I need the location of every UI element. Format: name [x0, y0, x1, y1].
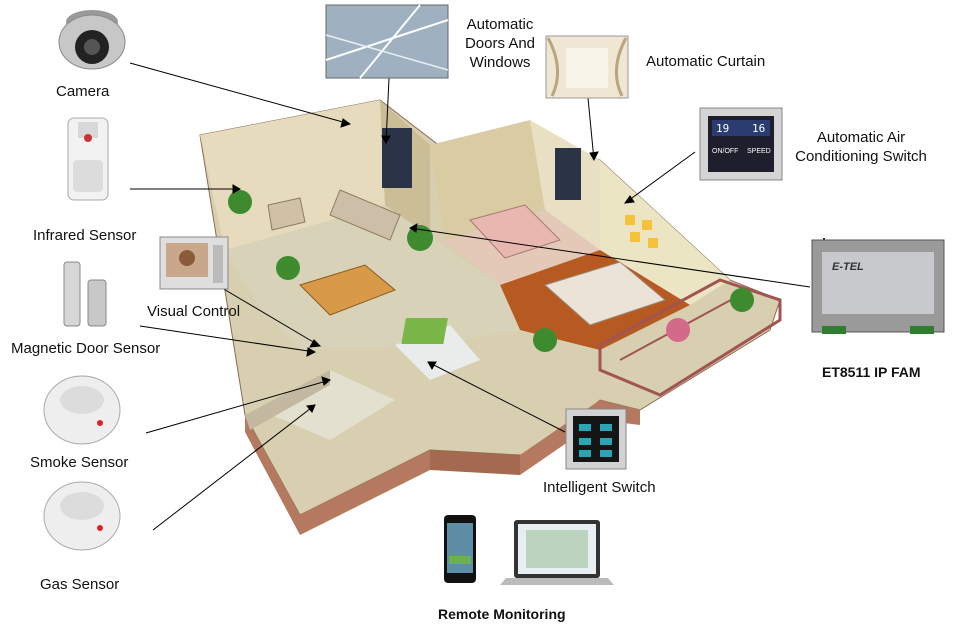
et8511-device: [811, 238, 945, 334]
gas-sensor-label: Gas Sensor: [40, 576, 120, 593]
smoke-connector: [145, 379, 331, 434]
ac-arrowhead: [623, 195, 635, 204]
infrared-arrowhead: [232, 184, 242, 194]
automatic-doors-label-line3: Windows: [469, 54, 531, 71]
automatic-curtain-photo: [545, 35, 629, 99]
automatic-doors-photo: [325, 4, 449, 79]
magnetic-connector: [139, 325, 316, 353]
house-floorplan: [199, 99, 782, 535]
visual-control-connector: [221, 287, 321, 347]
camera-connector: [129, 62, 351, 125]
ac-switch-device: [699, 107, 783, 181]
ac-switch-label: Automatic Air Conditioning Switch: [788, 128, 934, 166]
et8511-arrowhead: [409, 223, 418, 233]
gas-arrowhead: [306, 404, 316, 413]
et8511-connector: [409, 227, 811, 288]
magnetic-door-sensor-label: Magnetic Door Sensor: [11, 340, 161, 357]
doors-arrowhead: [381, 135, 391, 145]
intelligent-switch-label: Intelligent Switch: [543, 479, 656, 496]
et8511-label: ET8511 IP FAM: [822, 364, 921, 380]
ac-display-right: 16: [752, 122, 766, 135]
et8511-brand-text: E-TEL: [832, 261, 864, 273]
visual-control-arrowhead: [309, 339, 322, 348]
automatic-curtain-label: Automatic Curtain: [646, 53, 766, 70]
automatic-doors-label-line1: Automatic: [466, 16, 534, 33]
magnetic-door-sensor-device: [63, 261, 107, 327]
ac-onoff-button-label: ON/OFF: [712, 148, 739, 155]
curtain-arrowhead: [589, 151, 599, 162]
intelligent-switch-device: [565, 408, 627, 470]
visual-control-device: [159, 236, 229, 290]
visual-control-label: Visual Control: [147, 303, 241, 320]
camera-device: [58, 10, 126, 70]
ac-switch-label-line1: Automatic Air: [816, 129, 906, 146]
ac-switch-label-line2: Conditioning Switch: [795, 148, 927, 165]
infrared-sensor-device: [67, 117, 109, 201]
magnetic-arrowhead: [306, 347, 317, 357]
automatic-doors-label-line2: Doors And: [464, 35, 536, 52]
gas-sensor-device: [43, 481, 121, 551]
smoke-sensor-label: Smoke Sensor: [30, 454, 129, 471]
ac-connector: [624, 151, 696, 204]
remote-monitoring-label: Remote Monitoring: [438, 606, 566, 622]
switch-arrowhead: [427, 361, 437, 371]
phone-device: [444, 515, 476, 583]
smoke-sensor-device: [43, 375, 121, 445]
connector-lines: [129, 62, 811, 531]
infrared-sensor-label: Infrared Sensor: [33, 227, 137, 244]
doors-connector: [385, 77, 390, 144]
switch-connector: [427, 361, 566, 433]
laptop-device: [500, 520, 614, 585]
ac-speed-button-label: SPEED: [747, 148, 771, 155]
curtain-connector: [587, 97, 595, 161]
ac-display-left: 19: [716, 122, 730, 135]
smoke-arrowhead: [321, 376, 331, 386]
camera-arrowhead: [340, 118, 352, 128]
gas-connector: [152, 404, 316, 531]
automatic-doors-label: Automatic Doors And Windows: [462, 15, 538, 72]
camera-label: Camera: [56, 83, 110, 100]
